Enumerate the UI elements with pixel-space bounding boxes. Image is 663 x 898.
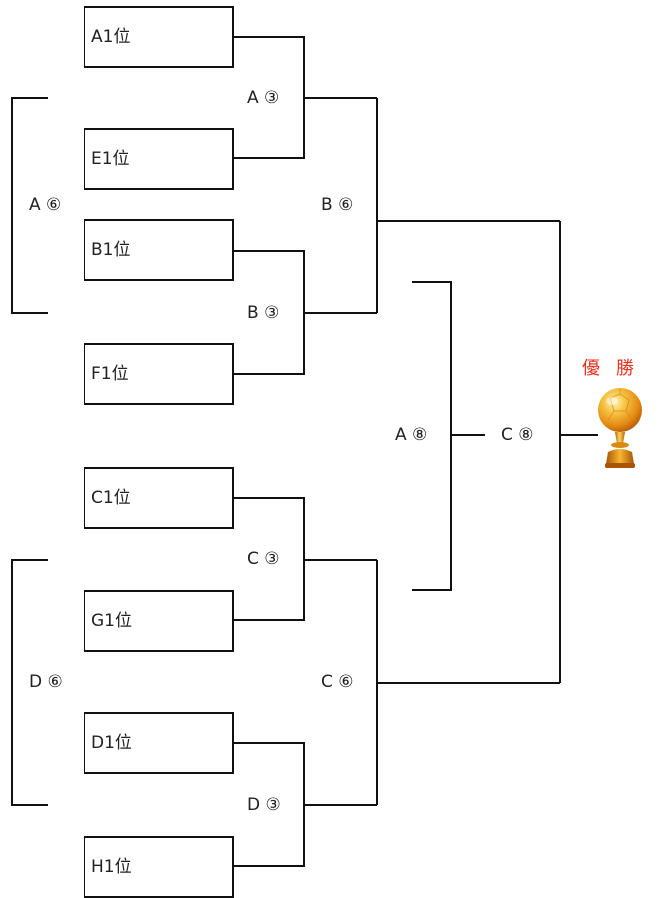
- team-box-h1: H1位: [84, 836, 234, 898]
- team-box-f1: F1位: [84, 343, 234, 405]
- match-label-d6: D ⑥: [28, 672, 64, 692]
- team-box-b1: B1位: [84, 219, 234, 281]
- team-label: E1位: [91, 148, 130, 169]
- team-label: B1位: [91, 239, 131, 260]
- trophy-icon: [598, 388, 642, 468]
- match-label-c8: C ⑧: [500, 425, 535, 445]
- team-box-c1: C1位: [84, 467, 234, 529]
- match-label-a6: A ⑥: [28, 195, 63, 215]
- match-label-c6: C ⑥: [320, 672, 355, 692]
- team-label: D1位: [91, 732, 132, 753]
- match-label-b3: B ③: [246, 303, 281, 323]
- team-label: G1位: [91, 610, 132, 631]
- team-label: C1位: [91, 487, 131, 508]
- team-box-g1: G1位: [84, 590, 234, 652]
- team-box-a1: A1位: [84, 6, 234, 68]
- match-label-a3: A ③: [246, 88, 281, 108]
- match-label-d3: D ③: [246, 795, 282, 815]
- team-label: F1位: [91, 363, 129, 384]
- team-box-d1: D1位: [84, 712, 234, 774]
- match-label-c3: C ③: [246, 549, 281, 569]
- match-label-b6: B ⑥: [320, 195, 355, 215]
- team-label: A1位: [91, 26, 131, 47]
- champion-label: 優勝: [582, 358, 650, 379]
- team-box-e1: E1位: [84, 128, 234, 190]
- match-label-a8: A ⑧: [394, 425, 429, 445]
- team-label: H1位: [91, 856, 132, 877]
